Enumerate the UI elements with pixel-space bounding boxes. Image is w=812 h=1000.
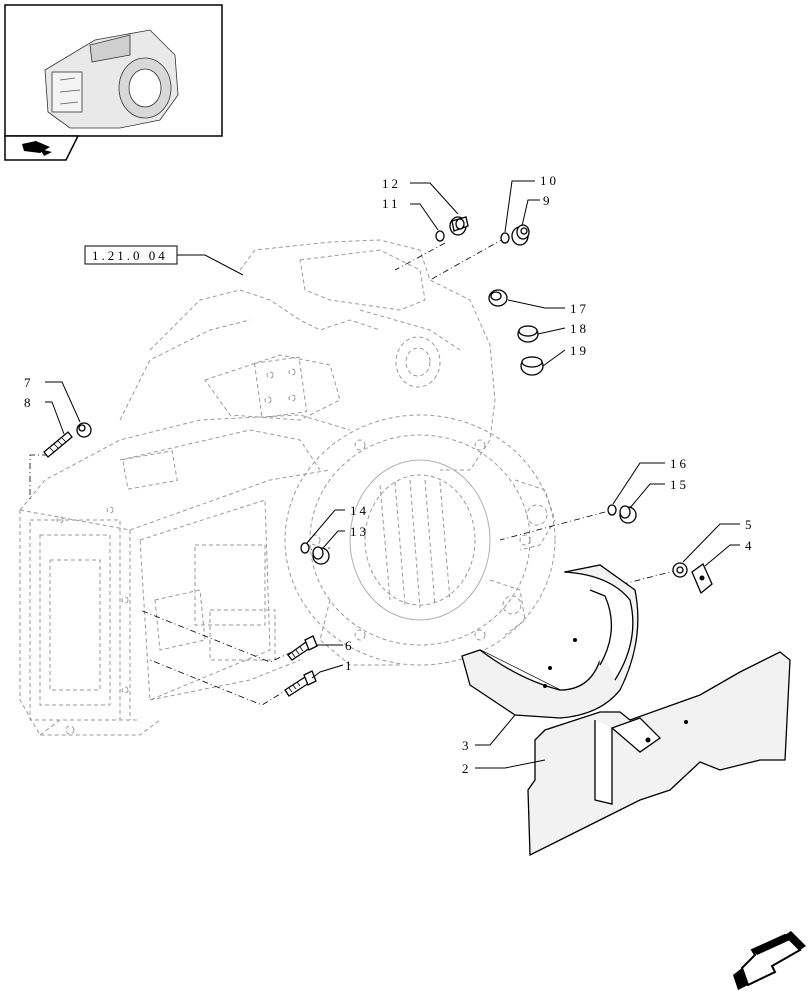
thumbnail-inset[interactable]	[4, 4, 223, 137]
callout-6: 6	[345, 638, 355, 653]
callout-9: 9	[543, 193, 553, 208]
part-18-bushing	[517, 325, 539, 343]
callout-13: 13	[350, 524, 369, 539]
part-11-snap-ring	[435, 230, 445, 242]
part-17-bushing	[488, 289, 508, 307]
callout-16: 16	[670, 456, 689, 471]
part-7-nut	[76, 422, 92, 438]
parts	[43, 216, 791, 857]
callout-15: 15	[670, 477, 689, 492]
callout-2: 2	[462, 761, 472, 776]
part-10-snap-ring	[500, 232, 510, 244]
part-4-plate	[691, 563, 713, 595]
callout-5: 5	[745, 517, 755, 532]
part-6-bolt	[287, 635, 318, 661]
callout-12: 12	[382, 176, 401, 191]
book-arrow-icon[interactable]	[4, 135, 80, 161]
callout-14: 14	[350, 503, 369, 518]
callout-4: 4	[745, 538, 755, 553]
part-12-bushing	[449, 216, 469, 236]
callout-19: 19	[570, 343, 589, 358]
callout-17: 17	[570, 301, 589, 316]
callout-10: 10	[540, 173, 559, 188]
part-13-bushing	[312, 546, 330, 565]
transmission-housing-thumbnail	[44, 29, 179, 129]
part-16-snap-ring	[607, 504, 617, 516]
part-2-plate	[527, 651, 791, 857]
part-8-stud	[43, 431, 73, 458]
callout-1: 1	[345, 658, 355, 673]
part-5-washer	[672, 562, 688, 578]
callout-7: 7	[24, 375, 34, 390]
part-15-bushing	[619, 505, 637, 524]
callout-11: 11	[382, 196, 401, 211]
part-3-shield	[461, 564, 639, 719]
next-page-arrow-icon[interactable]	[733, 931, 806, 990]
part-19-bushing	[520, 356, 544, 376]
transmission-housing-outline	[19, 239, 556, 736]
callout-3: 3	[462, 738, 472, 753]
callout-18: 18	[570, 321, 589, 336]
reference-box[interactable]: 1.21.0 04	[84, 245, 244, 276]
part-14-snap-ring	[300, 542, 310, 554]
callout-8: 8	[24, 395, 34, 410]
part-1-bolt	[284, 670, 317, 697]
leader-lines	[45, 180, 740, 769]
reference-box-label: 1.21.0 04	[92, 248, 168, 263]
part-9-bushing	[511, 224, 530, 246]
callout-labels: 12 11 10 9 17 18 19 7 8 16 15 14 13 5 4 …	[24, 173, 755, 776]
